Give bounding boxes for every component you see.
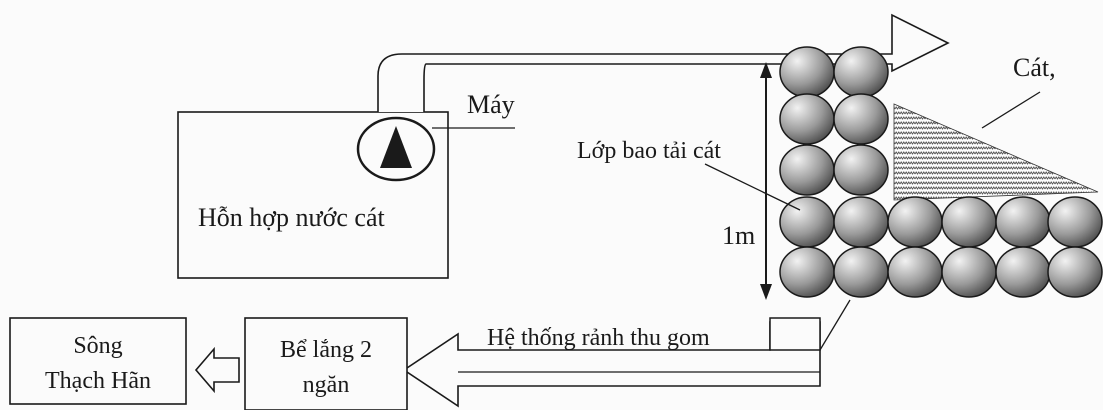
sand-pile xyxy=(893,103,1099,201)
sandbag xyxy=(941,196,997,248)
height-arrow-top xyxy=(760,62,772,78)
sand-leader-line xyxy=(981,91,1041,129)
mixture-label: Hỗn hợp nước cát xyxy=(198,203,385,232)
discharge-arrow-icon xyxy=(377,13,950,112)
sandbag xyxy=(941,246,997,298)
tank-label-line1: Bể lắng 2 xyxy=(280,337,372,363)
sandbag xyxy=(995,196,1051,248)
channel-inlet xyxy=(769,317,821,351)
sandbag xyxy=(833,196,889,248)
channel-slope xyxy=(819,299,851,351)
sandbag xyxy=(779,246,835,298)
sandbag xyxy=(1047,196,1103,248)
sandbag xyxy=(887,246,943,298)
sandbag-stack xyxy=(779,46,1103,298)
drainage-label: Hệ thống rảnh thu gom xyxy=(487,325,710,351)
sandbag xyxy=(887,196,943,248)
tank-label-line2: ngăn xyxy=(303,372,350,398)
sandbag xyxy=(833,93,889,145)
sandbag xyxy=(833,246,889,298)
height-arrow-bottom xyxy=(760,284,772,300)
mixture-tank xyxy=(177,111,449,279)
river-label-line2: Thạch Hãn xyxy=(45,368,151,394)
sandbag-label: Lớp bao tải cát xyxy=(577,138,721,164)
sandbag xyxy=(1047,246,1103,298)
return-arrow-icon xyxy=(402,321,821,408)
height-label: 1m xyxy=(722,221,755,250)
sandbag-leader-line xyxy=(704,163,801,211)
river-label-line1: Sông xyxy=(73,333,122,359)
sandbag xyxy=(833,46,889,98)
sandbag xyxy=(779,93,835,145)
river-box xyxy=(9,317,187,405)
settling-tank xyxy=(244,317,408,410)
sandbag xyxy=(779,144,835,196)
outflow-arrow-icon xyxy=(194,346,240,394)
sandbag xyxy=(995,246,1051,298)
sand-label: Cát, xyxy=(1013,53,1056,82)
pump-triangle-icon xyxy=(380,126,412,168)
pump-label: Máy xyxy=(467,90,515,119)
sandbag xyxy=(779,46,835,98)
sandbag xyxy=(833,144,889,196)
